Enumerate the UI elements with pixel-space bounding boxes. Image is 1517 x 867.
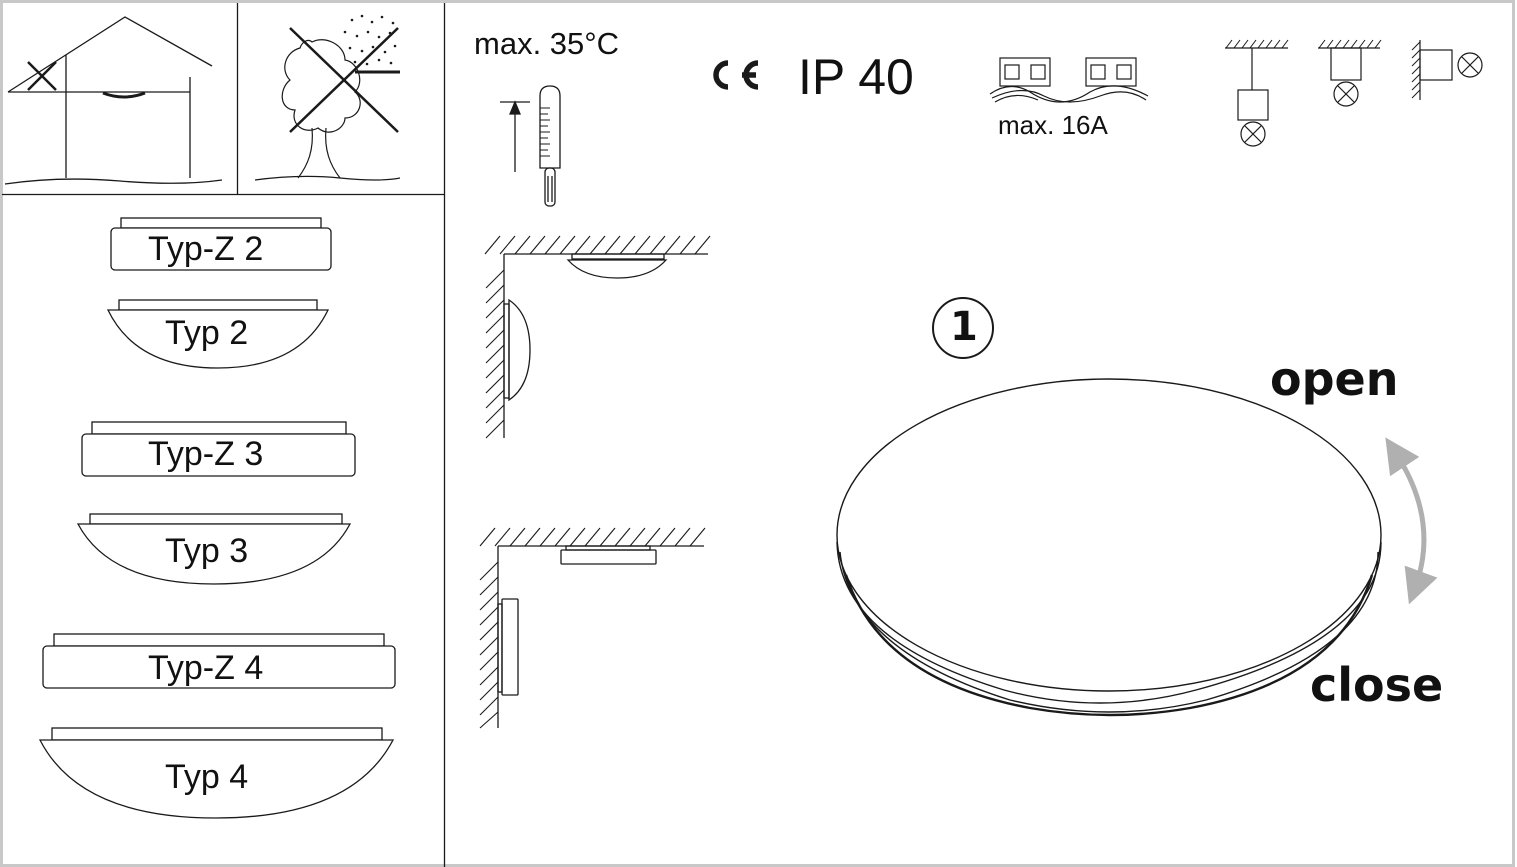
model-label-typ4: Typ 4 [165, 758, 249, 796]
model-typ3-shape [76, 513, 352, 585]
indoor-house-icon [4, 16, 223, 185]
model-typ4-shape [38, 727, 395, 819]
pendant-mount-icon [1225, 39, 1289, 147]
open-label: open [1270, 352, 1399, 406]
close-label: close [1310, 658, 1444, 712]
model-typ-z4-shape [42, 633, 396, 689]
ceiling-mount-icon [1318, 39, 1382, 107]
model-label-typ2: Typ 2 [165, 314, 249, 352]
thermometer-icon [500, 85, 561, 207]
max-temperature-label: max. 35°C [474, 26, 620, 61]
no-outdoor-rain-icon [254, 14, 401, 181]
terminal-block-icon [989, 57, 1149, 103]
luminaire-disc [836, 378, 1382, 717]
model-label-typ-z4: Typ-Z 4 [148, 649, 264, 687]
step-number-circle [932, 297, 994, 359]
ce-mark-icon [713, 60, 759, 90]
wall-mount-icon [1411, 40, 1483, 100]
ceiling-wall-dome-mount-icon [484, 235, 711, 439]
max-current-label: max. 16A [998, 110, 1108, 140]
rotate-arrow-icon [1385, 437, 1438, 605]
model-typ-z3-shape [81, 421, 356, 477]
model-typ2-shape [106, 299, 330, 369]
step-number: 1 [950, 304, 978, 350]
model-label-typ-z2: Typ-Z 2 [148, 230, 264, 268]
protection-class-label: IP 40 [798, 49, 914, 105]
model-label-typ-z3: Typ-Z 3 [148, 435, 264, 473]
model-typ-z2-shape [110, 217, 332, 271]
model-label-typ3: Typ 3 [165, 532, 249, 570]
ceiling-wall-flat-mount-icon [479, 527, 706, 729]
